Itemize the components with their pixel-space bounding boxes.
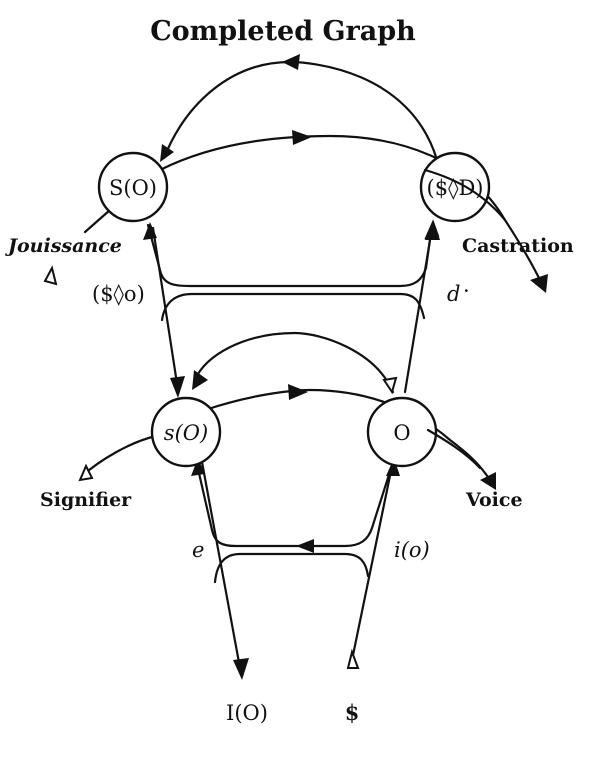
node-barred-s-lozenge-D-label: ($◊D) [427,176,484,200]
voice-arc [203,388,492,482]
label-barred-s: $ [345,700,360,725]
voice-overstroke [426,428,482,470]
left-connector-arrow [170,376,185,398]
label-d-dot: · [463,279,470,303]
label-d: d [447,282,460,306]
upper-return-arc-end-arrow [160,144,174,162]
upper-return-arc [162,60,439,162]
label-jouissance: Jouissance [5,235,122,257]
jouissance-lower-triangle [43,265,58,286]
io-connector [200,460,242,670]
upper-loop-left [146,223,434,288]
voice-arrow [480,472,496,490]
label-voice: Voice [465,489,523,511]
signifier-arrow [78,463,94,482]
lower-loop-arrow [296,539,314,553]
signifier-stroke [80,434,158,478]
label-barred-s-lozenge-o: ($◊o) [92,282,145,306]
label-i-of-o: i(o) [394,538,430,562]
io-arrow [233,658,249,680]
lower-left-up-arrow [191,458,205,476]
node-S-of-O [97,151,169,223]
right-connector-up [403,226,434,394]
castration-arc [158,134,542,282]
lower-loop-bottom [213,552,370,584]
label-I-of-O: I(O) [226,701,268,725]
lower-right-up-arrow [386,458,400,476]
diagram-title: Completed Graph [150,16,416,47]
voice-arc-mid-arrow [288,384,308,400]
castration-overstroke [423,168,507,222]
node-O-label: O [393,421,410,445]
lower-return-arc [193,331,395,394]
left-connector-down [151,226,180,392]
upper-return-arc-arrow [282,54,300,70]
node-S-of-O-label: S(O) [109,176,157,200]
label-signifier: Signifier [40,489,132,511]
castration-arrow [530,274,548,293]
barred-s-connector [350,464,394,662]
node-s-of-O [150,396,222,468]
node-s-of-O-label: s(O) [164,421,208,445]
label-castration: Castration [462,235,574,257]
lower-loop [194,458,395,548]
jouissance-stroke [83,208,112,234]
right-connector-arrow [425,222,440,240]
lower-return-arc-arrow [192,370,208,390]
barred-s-arrow [346,648,360,669]
label-e: e [192,538,204,562]
castration-arc-mid-arrow [292,130,312,145]
lower-return-arc-start [382,376,398,395]
node-barred-s-lozenge-D [419,151,491,223]
node-O [366,396,438,468]
upper-loop-bottom [160,292,426,322]
